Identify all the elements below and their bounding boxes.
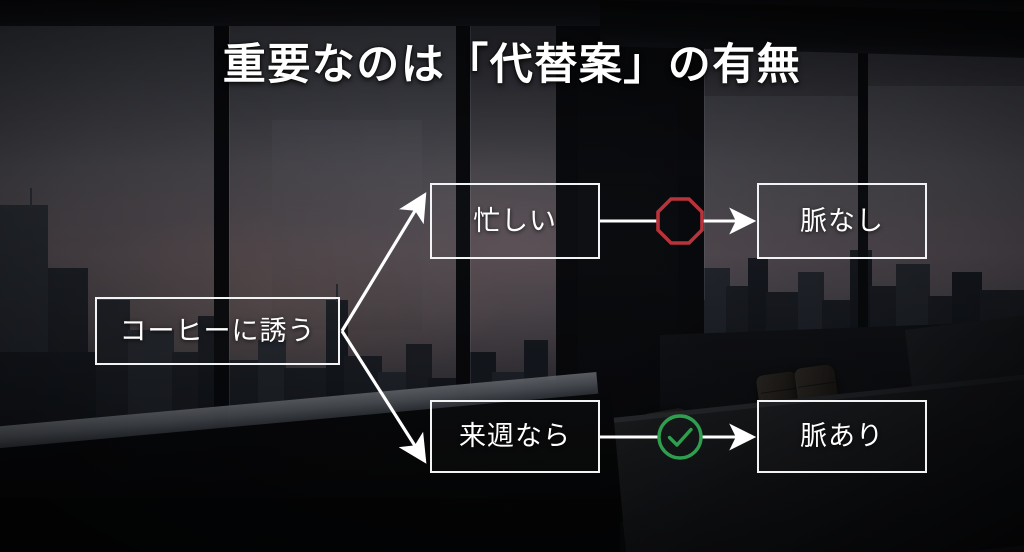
node-busy[interactable]: 忙しい: [430, 183, 600, 259]
node-label: 脈あり: [800, 421, 884, 451]
node-outcome-no-chance[interactable]: 脈なし: [757, 183, 927, 259]
node-next-week[interactable]: 来週なら: [430, 400, 600, 473]
node-invite-for-coffee[interactable]: コーヒーに誘う: [95, 297, 340, 365]
check-circle-icon: [656, 413, 704, 461]
stop-octagon-icon: [656, 197, 704, 245]
node-outcome-has-chance[interactable]: 脈あり: [757, 400, 927, 473]
slide-title: 重要なのは「代替案」の有無: [222, 41, 802, 89]
edge-start-to-next: [340, 330, 427, 464]
node-label: 忙しい: [473, 205, 557, 236]
edge-start-to-busy: [340, 192, 427, 332]
node-label: 脈なし: [800, 205, 884, 236]
node-label: コーヒーに誘う: [119, 315, 316, 346]
node-label: 来週なら: [459, 421, 571, 451]
